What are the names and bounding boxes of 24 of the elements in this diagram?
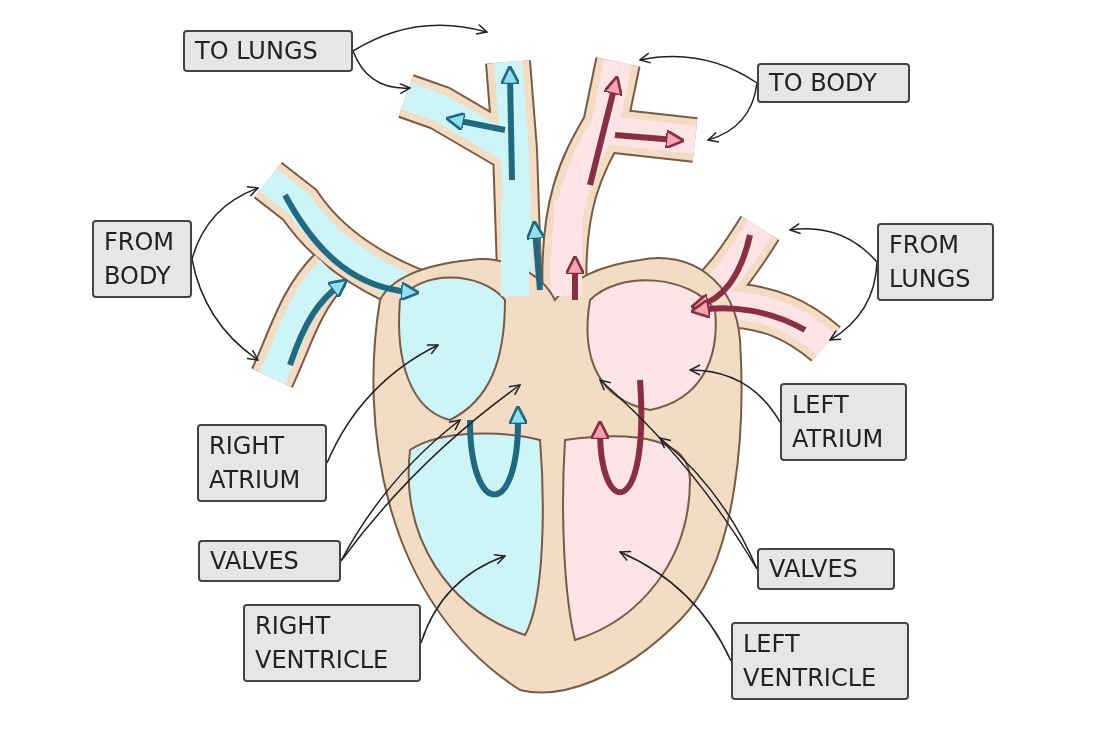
leader-line bbox=[352, 23, 488, 52]
leader-line bbox=[619, 550, 732, 662]
label-tag: VALVES bbox=[757, 548, 895, 590]
leader-line bbox=[659, 437, 758, 570]
label-tag: LEFT ATRIUM bbox=[780, 383, 907, 461]
leader-line bbox=[707, 82, 758, 143]
label-tag: TO LUNGS bbox=[183, 30, 353, 72]
label-tag: TO BODY bbox=[757, 63, 910, 103]
leader-line bbox=[639, 52, 758, 84]
label-tag: FROM BODY bbox=[92, 220, 192, 298]
leader-line bbox=[599, 379, 758, 570]
label-tag: RIGHT ATRIUM bbox=[197, 424, 327, 502]
leader-line bbox=[420, 554, 506, 644]
leader-line bbox=[789, 223, 878, 263]
leader-line bbox=[340, 384, 521, 562]
label-tag: FROM LUNGS bbox=[877, 223, 994, 301]
label-tag: LEFT VENTRICLE bbox=[731, 622, 909, 700]
leader-line bbox=[352, 50, 411, 94]
leader-line bbox=[191, 186, 259, 260]
leader-line bbox=[191, 258, 259, 361]
label-tag: RIGHT VENTRICLE bbox=[243, 604, 421, 682]
label-tag: VALVES bbox=[198, 540, 341, 582]
leader-line bbox=[326, 344, 439, 464]
leader-line bbox=[689, 364, 781, 423]
